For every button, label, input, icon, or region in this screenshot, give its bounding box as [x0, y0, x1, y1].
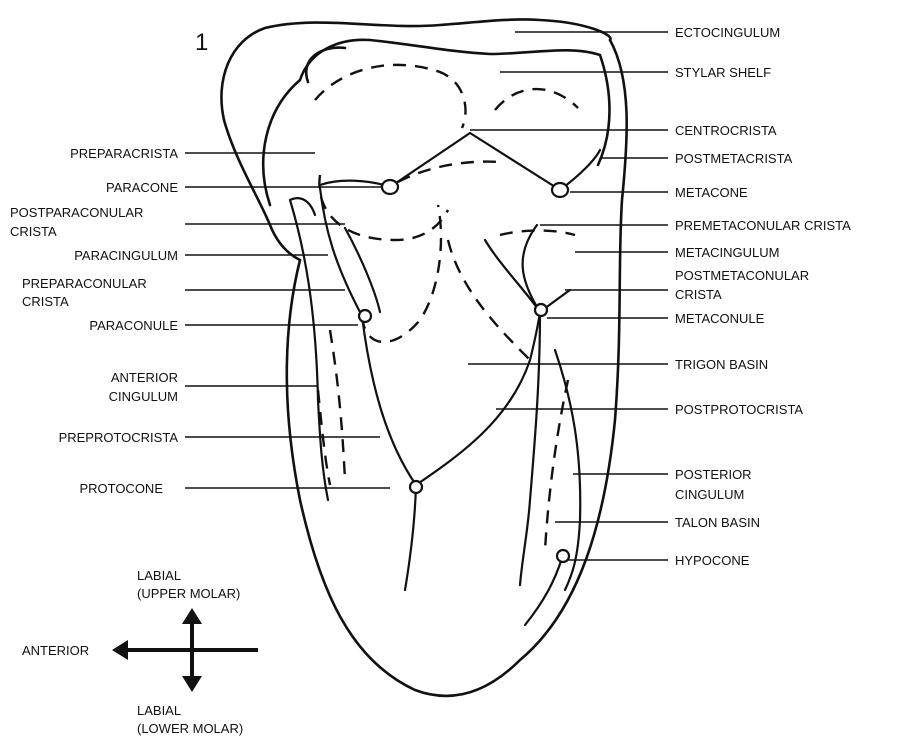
label-posterior-cingulum-1: POSTERIOR — [675, 467, 752, 482]
label-postmetaconular-crista-2: CRISTA — [675, 287, 722, 302]
label-anterior-cingulum-1: ANTERIOR — [111, 370, 178, 385]
label-postmetacrista: POSTMETACRISTA — [675, 151, 793, 166]
label-trigon-basin: TRIGON BASIN — [675, 357, 768, 372]
label-talon-basin: TALON BASIN — [675, 515, 760, 530]
label-paraconule: PARACONULE — [89, 318, 178, 333]
labial-up-arrowhead — [182, 608, 202, 624]
label-premetaconular-crista: PREMETACONULAR CRISTA — [675, 218, 851, 233]
metaconule-cusp — [535, 304, 547, 316]
label-postparaconular-crista-1: POSTPARACONULAR — [10, 205, 143, 220]
orientation-indicator: LABIAL (UPPER MOLAR) ANTERIOR LABIAL (LO… — [22, 568, 258, 736]
labels-left: PREPARACRISTA PARACONE POSTPARACONULAR C… — [10, 146, 178, 496]
label-preparaconular-crista-1: PREPARACONULAR — [22, 276, 147, 291]
label-centrocrista: CENTROCRISTA — [675, 123, 777, 138]
label-anterior-cingulum-2: CINGULUM — [109, 389, 178, 404]
label-preprotocrista: PREPROTOCRISTA — [59, 430, 179, 445]
leader-lines — [185, 32, 668, 560]
label-hypocone: HYPOCONE — [675, 553, 750, 568]
labial-down-arrowhead — [182, 676, 202, 692]
label-postprotocrista: POSTPROTOCRISTA — [675, 402, 803, 417]
label-postmetaconular-crista-1: POSTMETACONULAR — [675, 268, 809, 283]
stylar-dashes — [315, 65, 578, 240]
anterior-arrowhead — [112, 640, 128, 660]
label-metacingulum: METACINGULUM — [675, 245, 779, 260]
orientation-labial-upper-1: LABIAL — [137, 568, 181, 583]
label-preparaconular-crista-2: CRISTA — [22, 294, 69, 309]
labels-right: ECTOCINGULUM STYLAR SHELF CENTROCRISTA P… — [675, 25, 851, 568]
label-preparacrista: PREPARACRISTA — [70, 146, 178, 161]
label-postparaconular-crista-2: CRISTA — [10, 224, 57, 239]
orientation-labial-upper-2: (UPPER MOLAR) — [137, 586, 240, 601]
label-paracingulum: PARACINGULUM — [74, 248, 178, 263]
label-ectocingulum: ECTOCINGULUM — [675, 25, 780, 40]
label-metaconule: METACONULE — [675, 311, 765, 326]
orientation-labial-lower-1: LABIAL — [137, 703, 181, 718]
tooth-outline — [221, 19, 626, 695]
protocone-cusp — [410, 481, 422, 493]
orientation-anterior: ANTERIOR — [22, 643, 89, 658]
paraconule-cusp — [359, 310, 371, 322]
label-stylar-shelf: STYLAR SHELF — [675, 65, 771, 80]
label-posterior-cingulum-2: CINGULUM — [675, 487, 744, 502]
label-metacone: METACONE — [675, 185, 748, 200]
paracone-cusp — [382, 180, 398, 194]
hypocone-cusp — [557, 550, 569, 562]
label-protocone: PROTOCONE — [79, 481, 163, 496]
figure-number: 1 — [195, 29, 208, 56]
orientation-labial-lower-2: (LOWER MOLAR) — [137, 721, 243, 736]
metacone-cusp — [552, 183, 568, 197]
label-paracone: PARACONE — [106, 180, 178, 195]
cusps — [359, 180, 569, 562]
